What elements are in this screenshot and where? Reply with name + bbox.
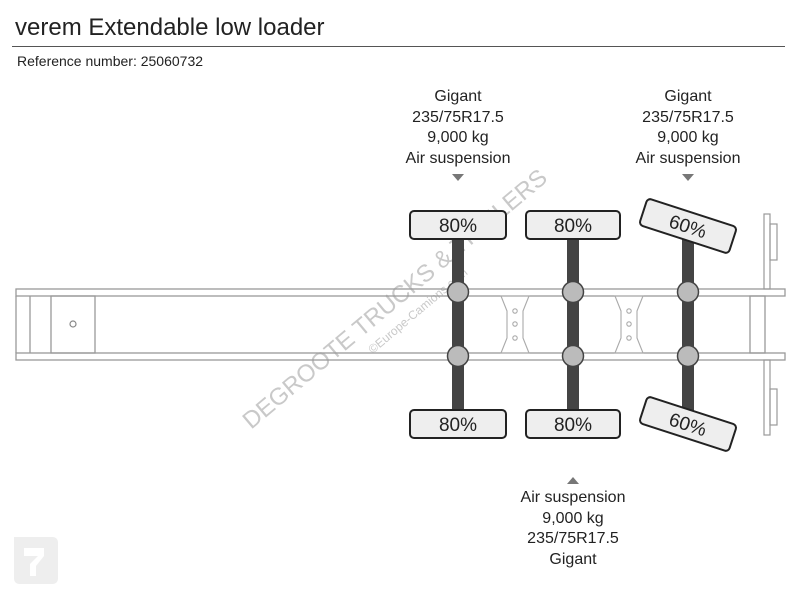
axle-3-spec-line: 235/75R17.5: [642, 108, 734, 126]
axle-1-spec-line: 235/75R17.5: [412, 108, 504, 126]
rear-bumper: [763, 213, 778, 436]
axle-2-bottom-tire: 80%: [525, 409, 621, 439]
axle-2: 80% 80%: [525, 210, 621, 439]
kingpin-plate: [50, 295, 96, 354]
axle-3-spec: Gigant 235/75R17.5 9,000 kg Air suspensi…: [608, 87, 768, 169]
axle-3-spec-line: Air suspension: [635, 149, 741, 167]
axle-3-bottom-tire: 60%: [639, 396, 737, 452]
axle-3-spec-line: Gigant: [664, 88, 712, 105]
watermark-line1: DEGROOTE TRUCKS & TRAILERS: [238, 164, 553, 434]
axle-1-bottom-tire-label: 80%: [439, 415, 477, 436]
kingpin-icon: [69, 320, 77, 328]
axle-3-spec-line: 9,000 kg: [657, 129, 719, 146]
axle-2-top-tire: 80%: [525, 210, 621, 240]
site-logo-icon: [14, 537, 58, 584]
axle-1-spec: Gigant 235/75R17.5 9,000 kg Air suspensi…: [378, 87, 538, 169]
axle-2-spec-line: 235/75R17.5: [527, 530, 619, 547]
axle-1-spec-line: Gigant: [434, 88, 482, 105]
axle-2-spec-line: Air suspension: [520, 489, 626, 506]
chassis-frame: [15, 288, 786, 361]
axle-1-beam: [452, 236, 464, 412]
axle-1-spec-line: Air suspension: [405, 149, 511, 167]
spec-arrow-down-icon: [682, 174, 694, 181]
reference-number: Reference number: 25060732: [17, 53, 204, 69]
axle-2-hub-top: [561, 280, 585, 304]
axle-3-hub-top: [676, 280, 700, 304]
cross-member-1: [500, 295, 530, 354]
axle-1-hub-top: [446, 280, 470, 304]
axle-1: 80% 80%: [409, 210, 507, 439]
axle-2-spec-line: 9,000 kg: [542, 509, 604, 527]
axle-1-bottom-tire: 80%: [409, 409, 507, 439]
cross-member-2: [614, 295, 644, 354]
rear-end-plate: [749, 295, 766, 354]
page-title: verem Extendable low loader: [15, 14, 325, 41]
axle-1-top-tire-label: 80%: [439, 216, 477, 237]
axle-2-spec: Air suspension 9,000 kg 235/75R17.5 Giga…: [493, 488, 653, 570]
frame-lower-rail: [15, 352, 786, 361]
watermark: DEGROOTE TRUCKS & TRAILERS ©Europe-Camio…: [238, 164, 553, 434]
axle-1-spec-line: 9,000 kg: [427, 129, 489, 146]
frame-upper-rail: [15, 288, 786, 297]
axle-1-hub-bottom: [446, 344, 470, 368]
axle-2-beam: [567, 236, 579, 412]
axle-3-beam: [682, 236, 694, 412]
spec-arrow-up-icon: [567, 477, 579, 484]
axle-2-hub-bottom: [561, 344, 585, 368]
axle-2-bottom-tire-label: 80%: [554, 415, 592, 436]
axle-3: 60% 60%: [639, 198, 737, 452]
title-divider: [12, 46, 785, 47]
axle-3-hub-bottom: [676, 344, 700, 368]
axle-2-top-tire-label: 80%: [554, 216, 592, 237]
axle-2-spec-line: Gigant: [549, 550, 597, 568]
axle-1-top-tire: 80%: [409, 210, 507, 240]
spec-arrow-down-icon: [452, 174, 464, 181]
